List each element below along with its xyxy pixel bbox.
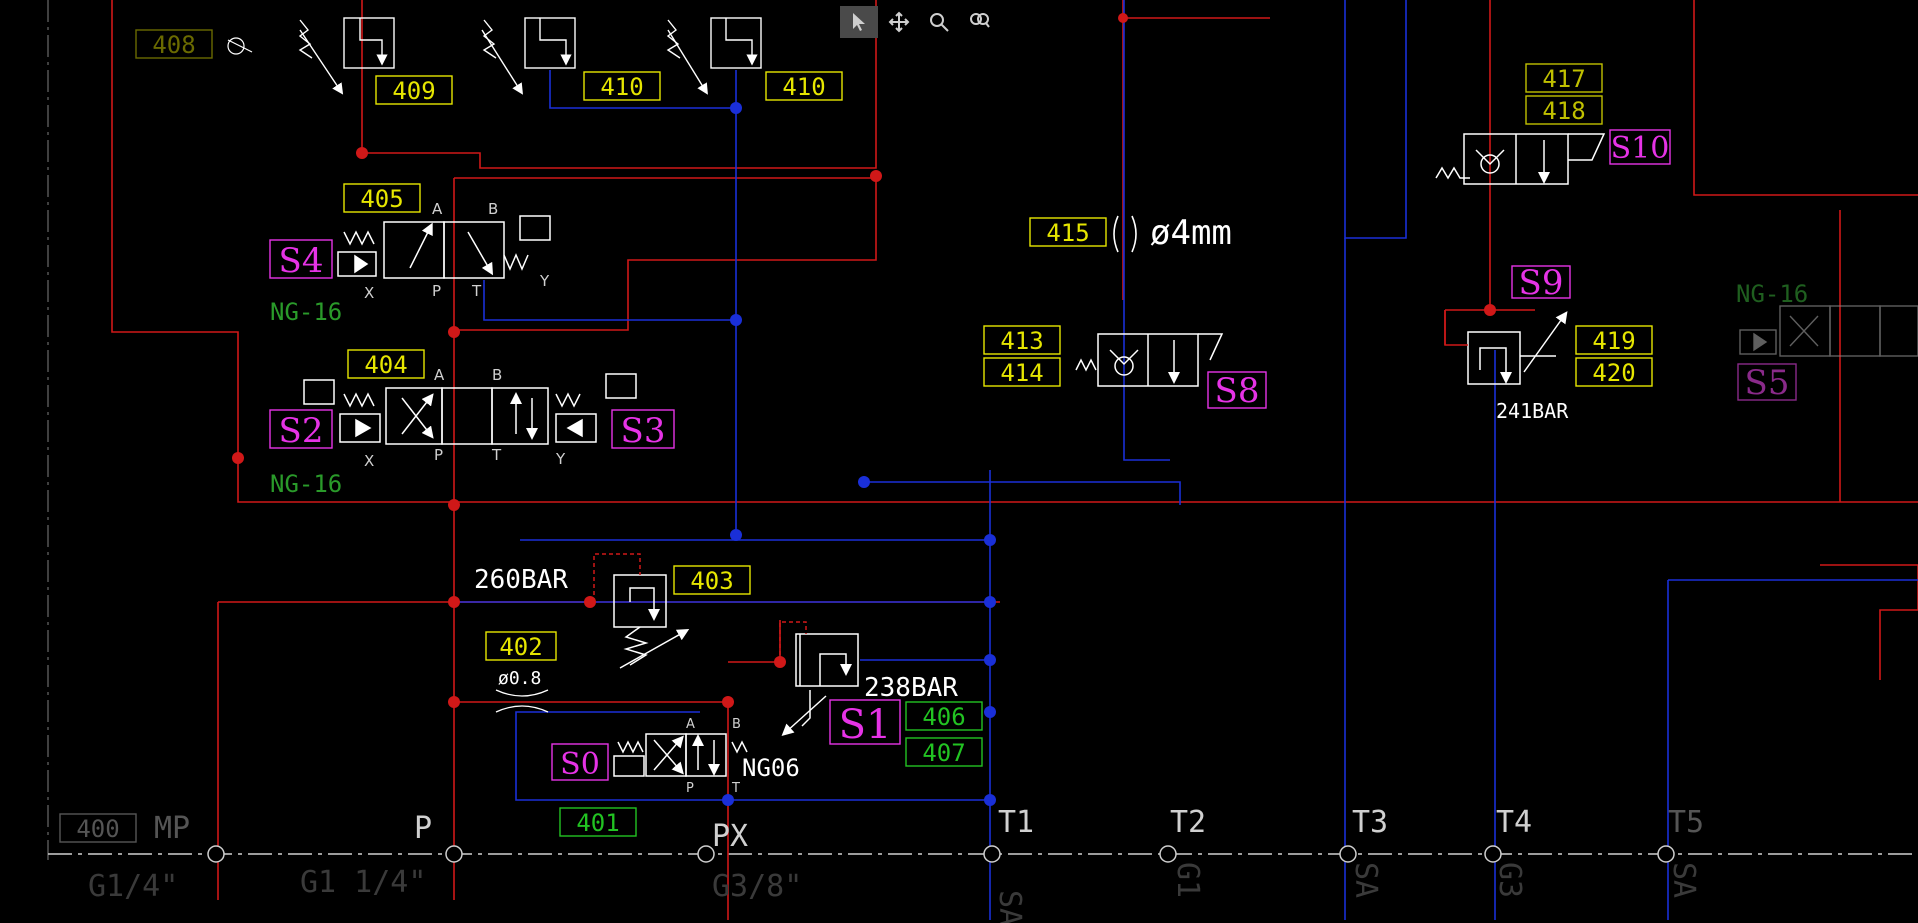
thread-label-t3: SA xyxy=(1348,862,1383,898)
tag-402: 402 xyxy=(499,633,542,661)
tag-414: 414 xyxy=(1000,359,1043,387)
relief-valve-410-b[interactable] xyxy=(666,17,762,95)
port-label-t1: T1 xyxy=(998,805,1034,840)
tag-418: 418 xyxy=(1542,97,1585,125)
junction-dots xyxy=(232,13,1496,806)
thread-label-t4: G3 xyxy=(1492,862,1527,898)
tag-403: 403 xyxy=(690,567,733,595)
port-label-t2: T2 xyxy=(1170,805,1206,840)
orifice-label-402: ø0.8 xyxy=(498,668,541,689)
zoom-realtime-button[interactable] xyxy=(920,6,958,38)
pressure-241bar: 241BAR xyxy=(1496,399,1569,423)
solenoid-s2: S2 xyxy=(279,411,324,451)
port-label-px: PX xyxy=(712,819,748,854)
tag-401: 401 xyxy=(576,809,619,837)
port-circles xyxy=(207,845,1675,863)
directional-valve-401[interactable] xyxy=(613,733,748,777)
tag-406: 406 xyxy=(922,703,965,731)
valve-404-port-a: A xyxy=(434,366,445,384)
directional-valve-s5[interactable] xyxy=(1739,305,1918,357)
tag-boxes xyxy=(59,29,1797,843)
relief-valve-409[interactable] xyxy=(298,17,395,95)
check-valve-408 xyxy=(227,37,253,55)
solenoid-s3: S3 xyxy=(621,411,666,451)
ng06-label: NG06 xyxy=(742,754,800,782)
port-label-t5: T5 xyxy=(1668,805,1704,840)
valve-404-port-y: Y xyxy=(555,450,566,468)
ng16-label-s5: NG-16 xyxy=(1736,280,1808,308)
valve-404-port-t: T xyxy=(491,446,502,464)
pressure-260bar: 260BAR xyxy=(474,565,568,595)
valve-401-port-b: B xyxy=(732,717,741,732)
valve-401-port-t: T xyxy=(731,781,740,796)
thread-label-p: G1 1/4" xyxy=(300,865,426,900)
tag-417: 417 xyxy=(1542,65,1585,93)
valve-401-port-a: A xyxy=(686,717,695,732)
orifice-label-415: ø4mm xyxy=(1150,213,1232,253)
tag-419: 419 xyxy=(1592,327,1635,355)
tag-408: 408 xyxy=(152,31,195,59)
tag-409: 409 xyxy=(392,77,435,105)
thread-label-t2: G1 xyxy=(1170,862,1205,898)
orifice-415 xyxy=(1113,215,1137,253)
solenoid-s9: S9 xyxy=(1519,263,1564,303)
valve-404-port-p: P xyxy=(434,446,443,464)
ng16-label-405: NG-16 xyxy=(270,298,342,326)
relief-valve-403[interactable] xyxy=(593,553,690,669)
pan-tool-button[interactable] xyxy=(880,6,918,38)
tag-410-b: 410 xyxy=(782,73,825,101)
valve-405-port-a: A xyxy=(432,200,443,218)
zoom-realtime-icon xyxy=(930,13,949,32)
cad-toolbar xyxy=(840,6,998,38)
solenoid-s4: S4 xyxy=(279,241,324,281)
port-label-t3: T3 xyxy=(1352,805,1388,840)
tag-405: 405 xyxy=(360,185,403,213)
directional-valve-404[interactable] xyxy=(303,373,637,445)
tank-lines xyxy=(454,0,1918,920)
relief-valve-406[interactable] xyxy=(779,621,859,737)
thread-label-t1: SA xyxy=(992,890,1027,923)
port-label-p: P xyxy=(414,811,432,846)
zoom-window-button[interactable] xyxy=(960,6,998,38)
tag-404: 404 xyxy=(364,351,407,379)
check-valve-417[interactable] xyxy=(1435,133,1606,185)
valve-405-port-b: B xyxy=(488,200,498,218)
orifice-402 xyxy=(495,689,549,713)
valve-401-port-p: P xyxy=(686,781,694,796)
tag-415: 415 xyxy=(1046,219,1089,247)
thread-label-mp: G1/4" xyxy=(88,869,178,904)
solenoid-s5: S5 xyxy=(1745,363,1790,403)
cursor-arrow-icon xyxy=(853,13,865,31)
zoom-window-icon xyxy=(970,13,990,28)
solenoid-s10: S10 xyxy=(1611,131,1670,166)
relief-valve-419[interactable] xyxy=(1444,310,1568,385)
move-cross-icon xyxy=(888,11,910,33)
valve-405-port-x: X xyxy=(364,284,374,302)
thread-label-t5: SA xyxy=(1666,862,1701,898)
directional-valve-405[interactable] xyxy=(337,215,551,279)
valve-404-port-x: X xyxy=(364,452,374,470)
valve-404-port-b: B xyxy=(492,366,502,384)
tag-410-a: 410 xyxy=(600,73,643,101)
tag-413: 413 xyxy=(1000,327,1043,355)
valve-405-port-p: P xyxy=(432,282,441,300)
valve-405-port-t: T xyxy=(471,282,482,300)
port-label-t4: T4 xyxy=(1496,805,1532,840)
relief-valve-410-a[interactable] xyxy=(481,17,576,95)
tag-420: 420 xyxy=(1592,359,1635,387)
valve-405-port-y: Y xyxy=(539,272,550,290)
select-tool-button[interactable] xyxy=(840,6,878,38)
ng16-label-404: NG-16 xyxy=(270,470,342,498)
tag-407: 407 xyxy=(922,739,965,767)
port-label-mp: MP xyxy=(154,811,190,846)
tag-400: 400 xyxy=(76,815,119,843)
solenoid-s1: S1 xyxy=(839,702,892,748)
pressure-238bar: 238BAR xyxy=(864,673,958,703)
solenoid-s8: S8 xyxy=(1215,371,1260,411)
thread-label-px: G3/8" xyxy=(712,869,802,904)
check-valve-413[interactable] xyxy=(1075,333,1224,387)
solenoid-s0: S0 xyxy=(560,747,600,782)
